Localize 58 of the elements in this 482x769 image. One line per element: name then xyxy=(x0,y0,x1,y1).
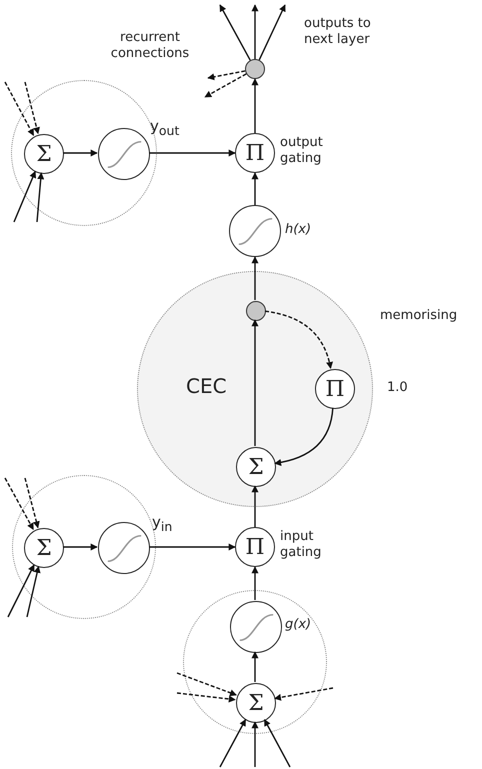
annotation-text: memorising xyxy=(380,308,458,324)
annotation-text: outputs to next layer xyxy=(304,16,372,48)
arrow xyxy=(24,82,40,134)
weight-label: 1.0 xyxy=(387,380,408,396)
sigmoid-node xyxy=(230,601,282,653)
operator-node: Π xyxy=(235,133,275,173)
input-signal-label: y$_{in}$ xyxy=(152,514,172,535)
gate-label: output gating xyxy=(280,135,324,167)
operator-node: Σ xyxy=(24,528,64,568)
arrow xyxy=(252,256,258,300)
sigmoid-node xyxy=(98,522,150,574)
arrow xyxy=(63,150,98,156)
arrow xyxy=(252,485,258,527)
arrow xyxy=(258,4,286,60)
function-label: h(x) xyxy=(285,222,312,238)
operator-node: Σ xyxy=(24,134,64,174)
arrow xyxy=(4,478,34,530)
arrow xyxy=(176,672,237,696)
arrow xyxy=(149,150,236,156)
sigmoid-node xyxy=(98,128,150,180)
arrow xyxy=(24,478,40,528)
arrow xyxy=(7,564,35,618)
arrow xyxy=(252,4,258,59)
arrow xyxy=(63,544,98,550)
arrow xyxy=(13,170,36,222)
operator-node: Π xyxy=(315,369,355,409)
arrow xyxy=(252,721,258,767)
sigmoid-node xyxy=(229,205,281,257)
arrow xyxy=(176,692,236,702)
junction-dot xyxy=(245,59,265,79)
arrow xyxy=(274,408,334,466)
arrow xyxy=(26,566,41,618)
dotted-unit-outline xyxy=(11,80,157,226)
operator-node: Σ xyxy=(236,683,276,723)
junction-dot xyxy=(246,301,266,321)
arrow xyxy=(264,310,333,369)
cell-label: CEC xyxy=(186,378,227,394)
function-label: g(x) xyxy=(285,617,312,633)
arrow xyxy=(219,4,251,61)
arrow xyxy=(252,78,258,133)
arrow xyxy=(274,687,334,701)
arrow xyxy=(4,82,34,136)
arrow xyxy=(204,73,247,98)
arrow xyxy=(207,70,246,80)
arrow xyxy=(252,319,258,446)
arrow xyxy=(252,566,258,600)
gate-label: input gating xyxy=(280,529,322,561)
arrow xyxy=(36,172,44,222)
arrow xyxy=(252,172,258,205)
arrow xyxy=(219,719,246,768)
operator-node: Σ xyxy=(236,447,276,487)
arrow xyxy=(149,544,236,550)
dotted-unit-outline xyxy=(183,590,327,734)
output-signal-label: y$_{out}$ xyxy=(150,118,180,139)
arrow xyxy=(252,651,258,682)
operator-node: Π xyxy=(235,527,275,567)
arrow xyxy=(264,719,291,768)
annotation-text: recurrent connections xyxy=(110,30,190,62)
